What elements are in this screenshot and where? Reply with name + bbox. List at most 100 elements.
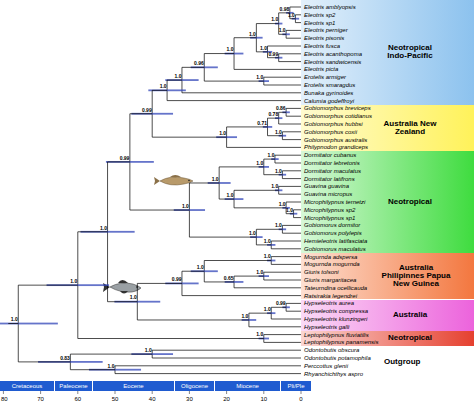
support-value: 1.0	[271, 184, 278, 189]
branch	[256, 244, 271, 245]
taxon-name: Dormitator cubanus	[304, 152, 356, 158]
region-name: Australia Philipinnes Papua New Guinea	[379, 264, 453, 289]
branch	[204, 81, 264, 82]
region-band: Australia New Zealand	[301, 105, 474, 152]
branch	[294, 209, 301, 210]
support-value: 0.99	[268, 52, 278, 57]
region-name: Australia New Zealand	[381, 120, 439, 137]
support-value: 1.0	[108, 364, 115, 369]
taxon-name: Dormitator maculatus	[304, 168, 361, 174]
period-box: Cretaceous	[0, 381, 55, 391]
taxon-name: Giuris margaritacea	[304, 277, 356, 283]
period-name: Pli/Ple	[287, 383, 304, 389]
support-value: 0.83	[60, 356, 70, 361]
support-value: 1.0	[249, 32, 256, 37]
branch	[286, 38, 301, 39]
branch	[249, 326, 301, 327]
group-name: Outgroup	[384, 358, 420, 366]
phylogeny-branches	[0, 7, 301, 374]
branch	[286, 213, 293, 214]
taxon-name: Eleotris pisonis	[304, 35, 344, 41]
period-box: Eocene	[93, 381, 175, 391]
taxon-name: Dormitator latifrons	[304, 176, 355, 182]
branch	[290, 18, 296, 19]
taxon-name: Perccottus glenii	[304, 363, 348, 369]
branch	[282, 233, 301, 234]
branch	[264, 85, 301, 86]
branch	[234, 37, 256, 38]
support-value: 1.0	[256, 332, 263, 337]
period-box: Pli/Ple	[281, 381, 312, 391]
taxon-name: Hypseleotris compressa	[304, 308, 368, 314]
taxon-name: Leptophilypnus panamensis	[304, 339, 378, 345]
taxon-name: Philypnodon grandiceps	[304, 144, 368, 150]
support-value: 1.0	[264, 239, 271, 244]
branch	[182, 271, 204, 272]
taxon-name: Gobiomorphus coxii	[304, 129, 357, 135]
support-value: 1.0	[268, 153, 275, 158]
tick-mark	[3, 391, 4, 394]
branch	[234, 69, 301, 70]
taxon-name: Ratsirakia legendrei	[304, 293, 357, 299]
branch	[286, 116, 301, 117]
taxon-name: Hemieleotris latifasciata	[304, 238, 367, 244]
branch	[130, 210, 190, 211]
support-value: 0.71	[257, 121, 267, 126]
support-value: 1.0	[256, 161, 263, 166]
support-value: 0.96	[194, 61, 204, 66]
period-box: Paleocene	[55, 381, 93, 391]
branch	[279, 34, 286, 35]
taxon-name: Hypseleotris klunzingeri	[304, 316, 367, 322]
support-value: 1.0	[212, 177, 219, 182]
branch	[78, 231, 108, 232]
branch	[279, 53, 301, 54]
taxon-name: Gobiomorus dormitor	[304, 222, 360, 228]
branch	[271, 319, 301, 320]
period-box: Miocene	[215, 381, 281, 391]
branch	[18, 361, 70, 362]
taxon-name: Gobiomorphus cotidianus	[304, 113, 372, 119]
branch	[182, 92, 301, 93]
support-value: 1.0	[182, 204, 189, 209]
taxon-name: Erotelis armiger	[304, 74, 346, 80]
branch	[130, 113, 152, 114]
taxon-name: Odontobutis obscura	[304, 347, 359, 353]
branch	[227, 126, 268, 127]
taxon-name: Eleotris acanthopoma	[304, 51, 362, 57]
support-value: 1.0	[219, 131, 226, 136]
support-value: 0.98	[280, 7, 290, 12]
branch	[219, 199, 234, 200]
support-value: 1.0	[227, 47, 234, 52]
branch	[268, 135, 283, 136]
region-name: Australia	[380, 311, 440, 319]
age-interval-bar	[106, 161, 154, 163]
support-value: 1.0	[275, 223, 282, 228]
branch	[152, 350, 301, 351]
branch	[256, 23, 278, 24]
branch	[279, 186, 301, 187]
taxon-name: Erotelis smaragdus	[304, 82, 355, 88]
support-value: 1.0	[264, 307, 271, 312]
branch	[256, 229, 282, 230]
taxon-name: Eleotris fusca	[304, 43, 340, 49]
support-value: 0.65	[224, 276, 234, 281]
support-value: 1.0	[160, 84, 167, 89]
support-value: 1.0	[256, 75, 263, 80]
region-name: Neotropical Indo-Pacific	[379, 44, 441, 61]
branch	[282, 131, 301, 132]
tick-mark	[40, 391, 41, 394]
branch	[286, 311, 301, 312]
branch	[115, 365, 301, 366]
support-value: 1.0	[11, 317, 18, 322]
branch	[108, 161, 130, 162]
branch	[70, 369, 115, 370]
tick-mark	[263, 391, 264, 394]
branch	[189, 182, 219, 183]
axis-tick: 50	[112, 396, 119, 402]
tick-mark	[189, 391, 190, 394]
axis-tick: 30	[186, 396, 193, 402]
taxon-name: Hypseleotris aurea	[304, 300, 354, 306]
axis-tick: 70	[37, 396, 44, 402]
